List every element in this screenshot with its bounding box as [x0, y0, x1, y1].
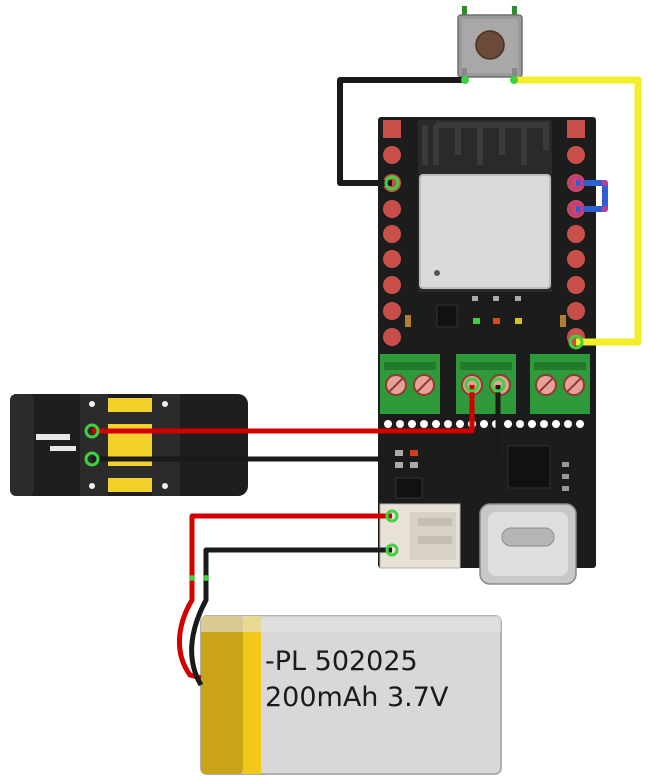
wire-black-button	[337, 77, 465, 186]
controller-board-icon	[378, 117, 596, 569]
screw-terminal-right	[530, 354, 590, 414]
wifi-module-icon	[418, 120, 552, 292]
header-pins-right	[567, 120, 585, 346]
battery-model-label: -PL 502025	[265, 646, 418, 677]
wire-red-battery	[176, 513, 392, 681]
battery-spec-label: 200mAh 3.7V	[265, 682, 449, 713]
jst-connector	[379, 503, 461, 569]
push-button-icon	[457, 6, 523, 80]
wire-red-motor	[92, 385, 475, 434]
connection-points	[84, 76, 608, 581]
wire-black-motor	[92, 385, 501, 462]
jumper-blue	[576, 180, 608, 212]
vibration-motor-icon	[10, 394, 248, 496]
screw-terminal-left	[380, 354, 440, 414]
usb-c-port-icon	[479, 503, 577, 585]
header-pins-left	[383, 120, 401, 346]
lipo-battery-icon: -PL 502025 200mAh 3.7V	[200, 615, 502, 775]
wire-yellow-button	[514, 76, 642, 346]
wire-black-battery	[189, 547, 392, 687]
